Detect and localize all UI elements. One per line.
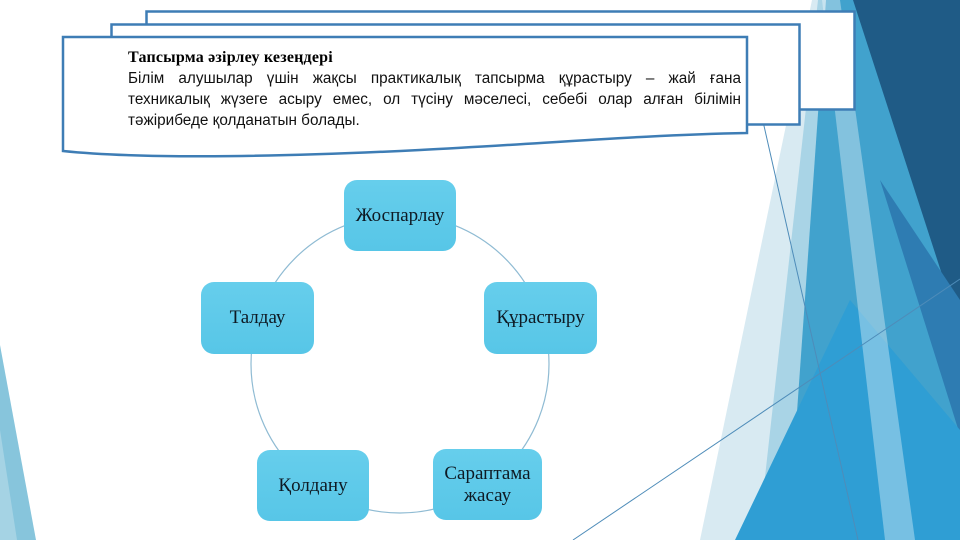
- cycle-node-expertise: Сараптама жасау: [433, 449, 542, 520]
- title-body-line: техникалық жүзеге асыру емес, ол түсіну …: [128, 91, 741, 108]
- cycle-node-label: Қолдану: [278, 474, 348, 496]
- cycle-node-label: Талдау: [229, 307, 286, 329]
- cycle-node-label: Жоспарлау: [355, 204, 445, 226]
- left-wedge-decoration: [0, 345, 36, 540]
- slide-title: Тапсырма әзірлеу кезеңдері: [128, 49, 333, 66]
- thin-diagonal-line: [756, 94, 859, 540]
- cycle-node-label: Сараптама жасау: [444, 462, 531, 506]
- title-box: Тапсырма әзірлеу кезеңдері Білім алушыла…: [128, 47, 741, 131]
- right-facet-decoration: [572, 0, 960, 540]
- title-body-line: Білім алушылар үшін жақсы практикалық та…: [128, 70, 741, 87]
- title-box-outline: [61, 35, 749, 158]
- cycle-node-construct: Құрастыру: [484, 282, 597, 354]
- cycle-node-analysis: Талдау: [201, 282, 314, 354]
- thin-diagonal-line: [572, 278, 960, 540]
- cycle-node-planning: Жоспарлау: [344, 180, 456, 251]
- title-body-line: тәжірибеде қолданатын болады.: [128, 112, 360, 129]
- cycle-node-label: Құрастыру: [496, 307, 585, 329]
- cycle-node-apply: Қолдану: [257, 450, 369, 521]
